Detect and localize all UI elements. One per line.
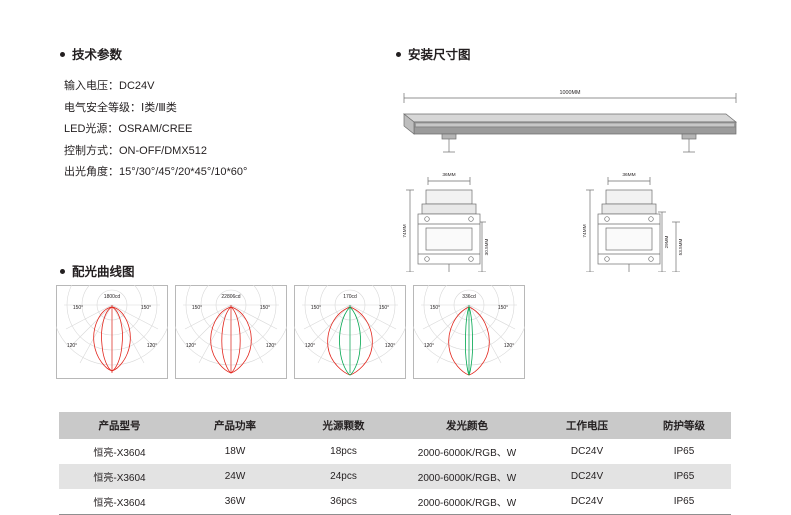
cell-color: 2000-6000K/RGB、W — [397, 439, 537, 464]
curve-1-value: 1800cd — [104, 294, 121, 300]
specs-list: 输入电压：DC24V 电气安全等级：Ⅰ类/Ⅲ类 LED光源：OSRAM/CREE… — [64, 76, 247, 184]
curve-chart-4: 336cd 150° 150° 120° 120° — [413, 285, 525, 379]
spec-item-voltage: 输入电压：DC24V — [64, 80, 155, 92]
section-heading-dimension-label: 安装尺寸图 — [408, 48, 471, 62]
curve-3-right-angle2: 120° — [385, 343, 395, 349]
cell-ip-rating: IP65 — [637, 439, 731, 464]
cell-ip-rating: IP65 — [637, 489, 731, 515]
table-header-led-count: 光源颗数 — [290, 412, 397, 439]
table-header-model: 产品型号 — [59, 412, 180, 439]
product-datasheet-page: 技术参数 输入电压：DC24V 电气安全等级：Ⅰ类/Ⅲ类 LED光源：OSRAM… — [56, 44, 748, 515]
spec-item-control-mode: 控制方式：ON-OFF/DMX512 — [64, 144, 208, 157]
left-view-side-label: 74MM — [402, 224, 408, 237]
table-row: 恒亮-X3604 36W 36pcs 2000-6000K/RGB、W DC24… — [59, 489, 731, 515]
cell-color: 2000-6000K/RGB、W — [397, 464, 537, 489]
curve-1-right-angle: 150° — [141, 305, 151, 311]
section-heading-specs: 技术参数 — [60, 44, 122, 63]
table-row: 恒亮-X3604 24W 24pcs 2000-6000K/RGB、W DC24… — [59, 464, 731, 489]
curve-1-left-angle: 150° — [73, 305, 83, 311]
spec-item-led-source: LED光源：OSRAM/CREE — [64, 123, 193, 135]
cell-model: 恒亮-X3604 — [59, 464, 180, 489]
dimension-length-label: 1000MM — [560, 90, 581, 96]
table-header-voltage: 工作电压 — [537, 412, 637, 439]
cell-model: 恒亮-X3604 — [59, 489, 180, 515]
curve-3-left-angle2: 120° — [305, 343, 315, 349]
section-heading-curve: 配光曲线图 — [60, 261, 135, 280]
curve-4-value: 336cd — [462, 294, 476, 300]
curve-2-right-angle2: 120° — [266, 343, 276, 349]
spec-item-safety-class: 电气安全等级：Ⅰ类/Ⅲ类 — [64, 101, 177, 114]
section-heading-dimension: 安装尺寸图 — [396, 44, 471, 63]
cell-led-count: 24pcs — [290, 464, 397, 489]
curve-4-right-angle: 150° — [498, 305, 508, 311]
curve-2-value: 22806cd — [221, 294, 240, 300]
curve-4-left-angle: 150° — [430, 305, 440, 311]
bullet-icon — [396, 52, 401, 58]
section-heading-specs-label: 技术参数 — [72, 48, 123, 62]
right-view-inner-label: 29MM — [664, 235, 669, 248]
spec-item-beam-angle: 出光角度：15°/30°/45°/20*45°/10*60° — [64, 166, 248, 178]
right-view-side-label: 74MM — [582, 224, 588, 237]
curve-chart-2: 22806cd 150° 150° 120° 120° — [175, 285, 287, 379]
cell-voltage: DC24V — [537, 489, 637, 515]
curve-chart-3: 170cd 150° 150° 120° 120° — [294, 285, 406, 379]
cell-led-count: 18pcs — [290, 439, 397, 464]
cell-color: 2000-6000K/RGB、W — [397, 489, 537, 515]
table-header-row: 产品型号 产品功率 光源颗数 发光颜色 工作电压 防护等级 — [59, 412, 731, 439]
curve-1-left-angle2: 120° — [67, 343, 77, 349]
cell-led-count: 36pcs — [290, 489, 397, 515]
curve-4-left-angle2: 120° — [424, 343, 434, 349]
table-header-ip-rating: 防护等级 — [637, 412, 731, 439]
curve-2-left-angle: 150° — [192, 305, 202, 311]
cell-power: 36W — [180, 489, 290, 515]
right-view-top-label: 36MM — [622, 172, 635, 178]
cell-voltage: DC24V — [537, 464, 637, 489]
curve-2-right-angle: 150° — [260, 305, 270, 311]
bullet-icon — [60, 269, 65, 275]
cell-model: 恒亮-X3604 — [59, 439, 180, 464]
table-row: 恒亮-X3604 18W 18pcs 2000-6000K/RGB、W DC24… — [59, 439, 731, 464]
left-view-inner-label: 30.5MM — [484, 239, 489, 256]
table-header-power: 产品功率 — [180, 412, 290, 439]
curve-3-value: 170cd — [343, 294, 357, 300]
curve-2-left-angle2: 120° — [186, 343, 196, 349]
curve-4-right-angle2: 120° — [504, 343, 514, 349]
table-header-color: 发光颜色 — [397, 412, 537, 439]
curve-chart-1: 1800cd 150° 150° 120° 120° — [56, 285, 168, 379]
curve-3-right-angle: 150° — [379, 305, 389, 311]
spec-table: 产品型号 产品功率 光源颗数 发光颜色 工作电压 防护等级 恒亮-X3604 1… — [59, 412, 731, 515]
dimension-drawing: 1000MM 36MM 36MM 74MM 74MM 30.5MM 29MM 5… — [396, 62, 748, 272]
curve-3-left-angle: 150° — [311, 305, 321, 311]
left-view-top-label: 36MM — [442, 172, 455, 178]
cell-ip-rating: IP65 — [637, 464, 731, 489]
bullet-icon — [60, 52, 65, 58]
right-view-inner-label2: 53.5MM — [678, 239, 683, 256]
curve-1-right-angle2: 120° — [147, 343, 157, 349]
section-heading-curve-label: 配光曲线图 — [72, 265, 135, 279]
cell-power: 24W — [180, 464, 290, 489]
cell-voltage: DC24V — [537, 439, 637, 464]
cell-power: 18W — [180, 439, 290, 464]
